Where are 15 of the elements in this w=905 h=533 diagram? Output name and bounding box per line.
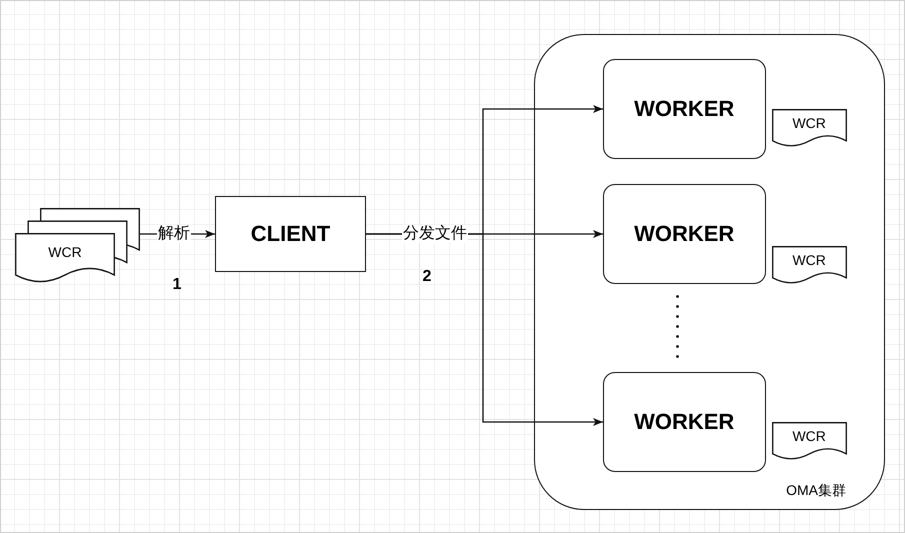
edge-label: 解析 bbox=[157, 225, 191, 243]
process-box: WORKER bbox=[602, 58, 766, 159]
arrow bbox=[140, 230, 215, 238]
process-box: CLIENT bbox=[215, 196, 366, 272]
cluster-label: OMA集群 bbox=[786, 483, 846, 497]
document-shape: WCR bbox=[772, 108, 847, 147]
cluster-container bbox=[534, 34, 885, 510]
step-number: 2 bbox=[422, 269, 432, 285]
document-shape: WCR bbox=[772, 246, 847, 284]
process-box: WORKER bbox=[602, 372, 766, 472]
document-shape: WCR bbox=[772, 422, 847, 460]
process-box: WORKER bbox=[602, 184, 766, 284]
arrow bbox=[366, 233, 603, 426]
edge-label: 分发文件 bbox=[402, 225, 468, 243]
step-number: 1 bbox=[172, 277, 182, 293]
